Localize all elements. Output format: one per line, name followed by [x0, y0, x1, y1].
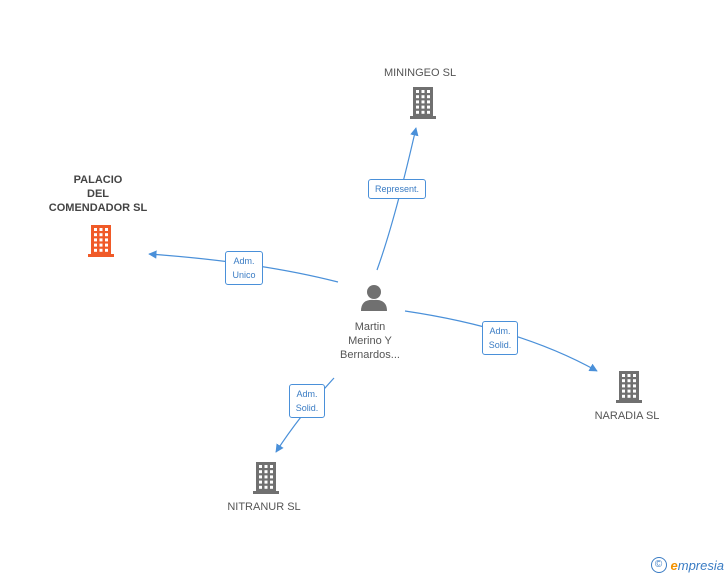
- node-label-nitranur[interactable]: NITRANUR SL: [227, 501, 301, 513]
- footer-brand: © empresia: [650, 557, 724, 573]
- building-icon-miningeo[interactable]: [410, 87, 436, 119]
- edge-label-palacio[interactable]: Adm. Unico: [225, 251, 263, 285]
- brand-logo: empresia: [670, 557, 724, 573]
- node-label-miningeo[interactable]: MININGEO SL: [383, 67, 457, 79]
- edge-label-miningeo[interactable]: Represent.: [367, 179, 427, 199]
- building-icon-naradia[interactable]: [616, 371, 642, 403]
- node-label-naradia[interactable]: NARADIA SL: [594, 410, 660, 422]
- building-icon-palacio[interactable]: [88, 225, 114, 257]
- copyright-icon: ©: [650, 557, 667, 573]
- person-icon[interactable]: [361, 285, 387, 311]
- building-icon-nitranur[interactable]: [253, 462, 279, 494]
- node-label-palacio[interactable]: PALACIO DEL COMENDADOR SL: [48, 174, 148, 214]
- edge-label-nitranur[interactable]: Adm. Solid.: [288, 384, 326, 418]
- edge-label-naradia[interactable]: Adm. Solid.: [481, 321, 519, 355]
- edge-center-miningeo: [376, 127, 419, 271]
- node-label-center[interactable]: Martin Merino Y Bernardos...: [340, 321, 400, 361]
